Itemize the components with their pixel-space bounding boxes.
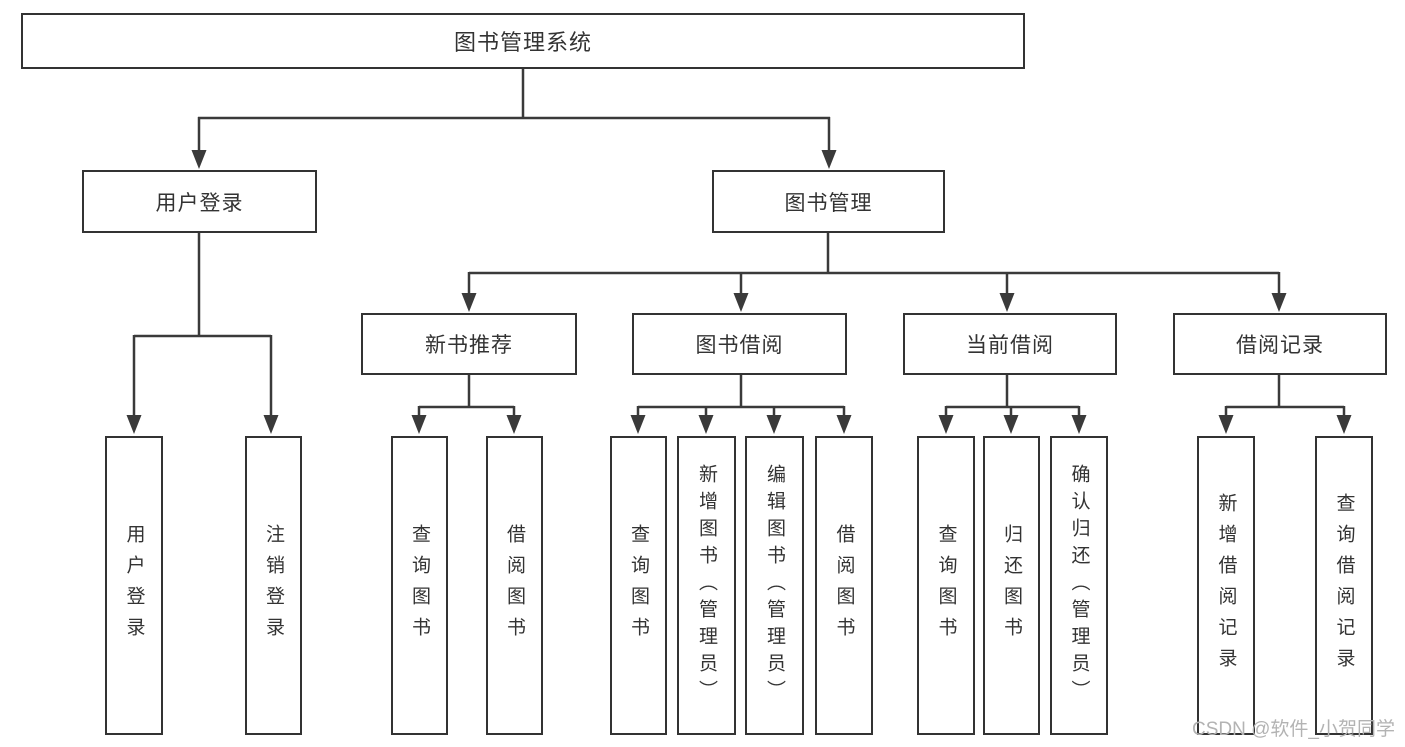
node-nb-borrow-books: 借阅图书 xyxy=(486,436,543,735)
node-cb-confirm-return-label: 确认归还（管理员） xyxy=(1068,464,1090,707)
node-br-add-record: 新增借阅记录 xyxy=(1197,436,1255,735)
node-cb-confirm-return: 确认归还（管理员） xyxy=(1050,436,1108,735)
node-bb-add-books-label: 新增图书（管理员） xyxy=(696,464,717,707)
node-book-borrowing-label: 图书借阅 xyxy=(695,334,784,357)
node-bb-borrow-books: 借阅图书 xyxy=(815,436,873,735)
node-book-management: 图书管理 xyxy=(712,170,945,233)
node-login-label: 用户登录 xyxy=(123,523,145,648)
node-current-borrowing-label: 当前借阅 xyxy=(966,334,1054,357)
node-root-label: 图书管理系统 xyxy=(453,30,592,55)
node-new-book-recommend: 新书推荐 xyxy=(361,313,577,375)
node-bb-query-books: 查询图书 xyxy=(610,436,667,735)
node-cb-return-books: 归还图书 xyxy=(983,436,1040,735)
node-bb-edit-books-label: 编辑图书（管理员） xyxy=(764,464,785,707)
node-nb-borrow-books-label: 借阅图书 xyxy=(504,523,525,648)
node-borrowing-records: 借阅记录 xyxy=(1173,313,1387,375)
node-user-login: 用户登录 xyxy=(82,170,317,233)
node-root: 图书管理系统 xyxy=(21,13,1025,69)
node-book-management-label: 图书管理 xyxy=(784,191,873,215)
node-cb-return-books-label: 归还图书 xyxy=(1001,523,1022,648)
node-br-query-record: 查询借阅记录 xyxy=(1315,436,1373,735)
node-login: 用户登录 xyxy=(105,436,163,735)
node-current-borrowing: 当前借阅 xyxy=(903,313,1117,375)
node-borrowing-records-label: 借阅记录 xyxy=(1236,334,1324,357)
node-bb-edit-books: 编辑图书（管理员） xyxy=(745,436,804,735)
node-logout: 注销登录 xyxy=(245,436,302,735)
node-new-book-recommend-label: 新书推荐 xyxy=(425,334,513,357)
node-br-add-record-label: 新增借阅记录 xyxy=(1215,492,1237,679)
node-br-query-record-label: 查询借阅记录 xyxy=(1333,492,1355,679)
node-bb-query-books-label: 查询图书 xyxy=(628,523,649,648)
node-bb-borrow-books-label: 借阅图书 xyxy=(833,523,855,648)
node-nb-query-books: 查询图书 xyxy=(391,436,448,735)
node-user-login-label: 用户登录 xyxy=(155,191,244,215)
node-book-borrowing: 图书借阅 xyxy=(632,313,847,375)
watermark: CSDN @软件_小贺同学 xyxy=(1192,719,1395,740)
node-cb-query-books-label: 查询图书 xyxy=(935,523,957,648)
node-logout-label: 注销登录 xyxy=(263,523,284,648)
node-bb-add-books: 新增图书（管理员） xyxy=(677,436,736,735)
node-cb-query-books: 查询图书 xyxy=(917,436,975,735)
node-nb-query-books-label: 查询图书 xyxy=(409,523,430,648)
